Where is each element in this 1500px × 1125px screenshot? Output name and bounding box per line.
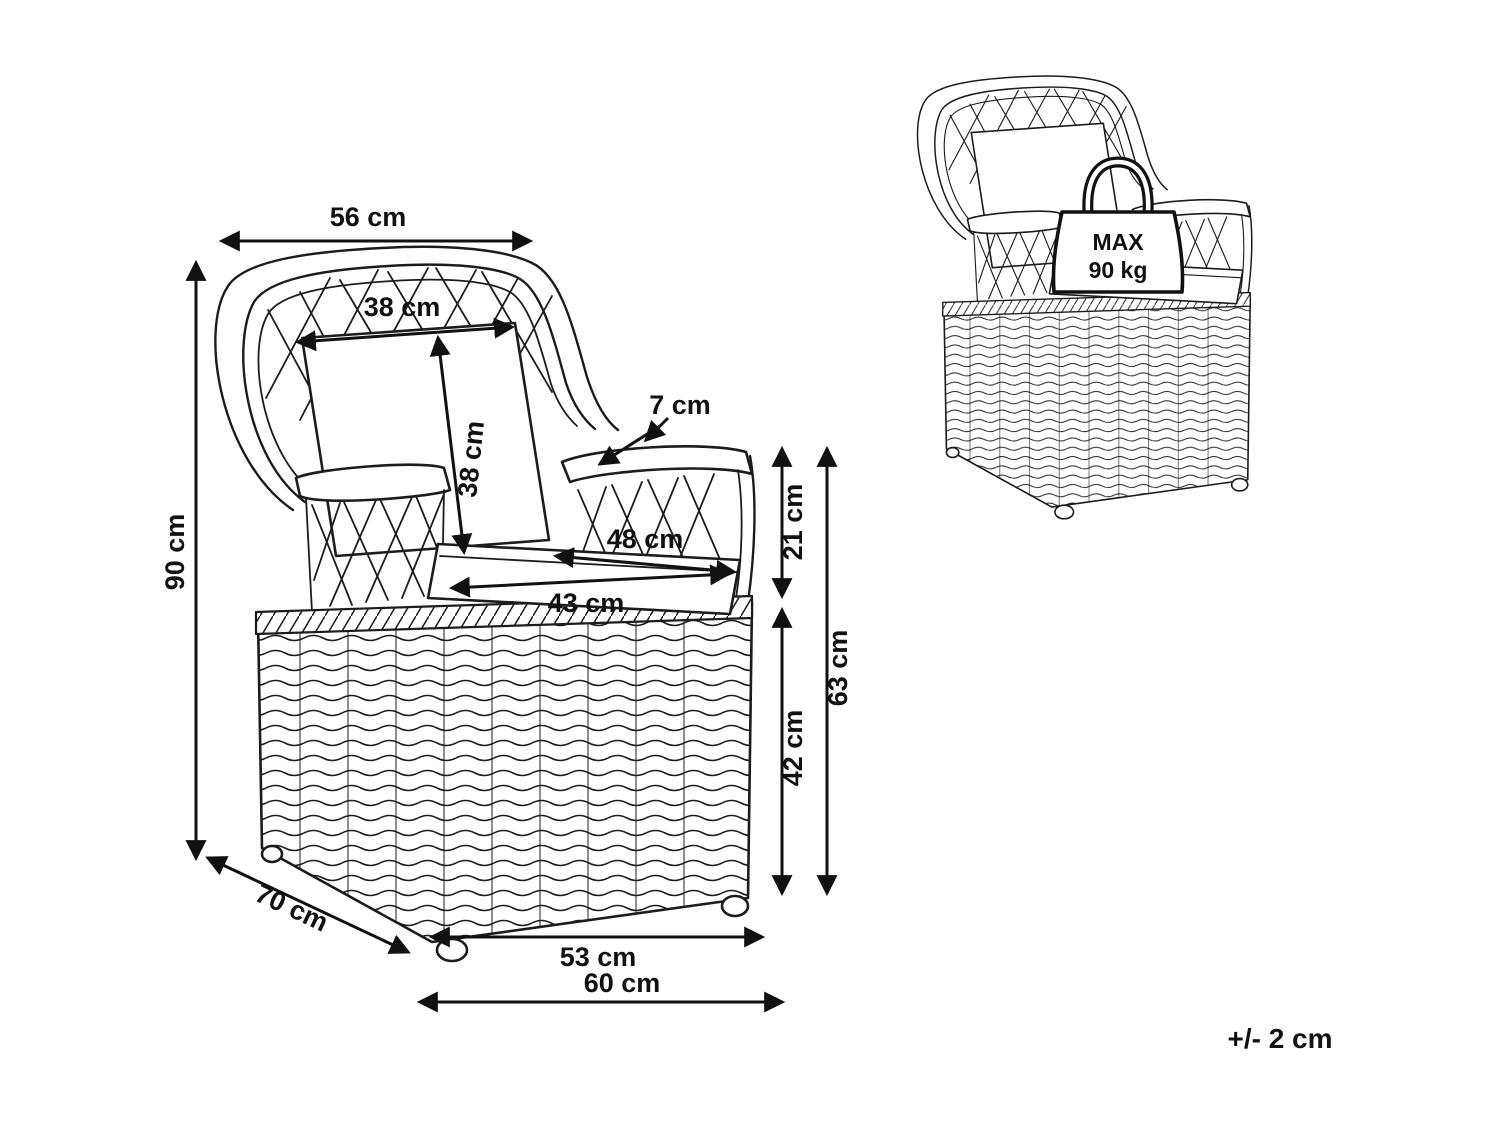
dim-seat-to-armrest-label: 21 cm: [778, 484, 808, 561]
dim-armrest-width-arrow2: [597, 424, 661, 466]
chair-foot: [435, 937, 469, 963]
dim-seat-depth-label: 48 cm: [607, 524, 684, 554]
woven-base: [256, 600, 754, 944]
dim-seat-height-label: 42 cm: [778, 710, 808, 787]
dim-total-depth-label: 70 cm: [251, 878, 333, 938]
dim-seat-width-arrow: [448, 564, 732, 598]
dim-total-height-label: 90 cm: [160, 514, 190, 591]
max-weight-line2: 90 kg: [1089, 257, 1148, 283]
dim-front-width-label: 60 cm: [584, 968, 661, 998]
right-armrest: [560, 445, 754, 484]
dim-top-width-label: 56 cm: [330, 202, 407, 232]
dim-back-cushion-width-arrow: [294, 317, 516, 352]
chair-foot: [720, 894, 750, 918]
chair-weight-illustration: [918, 76, 1252, 519]
max-weight-line1: MAX: [1092, 229, 1144, 255]
tolerance-note: +/- 2 cm: [1227, 1023, 1332, 1054]
dimension-arrows: [185, 230, 838, 1013]
chair-foot: [260, 844, 284, 864]
dim-back-cushion-width-label: 38 cm: [364, 292, 441, 322]
dim-back-cushion-height-arrow: [429, 334, 473, 556]
dim-base-width-label: 53 cm: [560, 942, 637, 972]
left-armrest: [294, 463, 452, 502]
dim-seat-width-label: 43 cm: [548, 588, 625, 618]
dim-total-depth-arrow: [205, 856, 411, 954]
dim-armrest-height-label: 63 cm: [823, 630, 853, 707]
wicker-chair-illustration: [214, 245, 756, 963]
max-weight-icon: MAX 90 kg: [1051, 156, 1185, 294]
dim-armrest-width-label: 7 cm: [649, 390, 711, 420]
